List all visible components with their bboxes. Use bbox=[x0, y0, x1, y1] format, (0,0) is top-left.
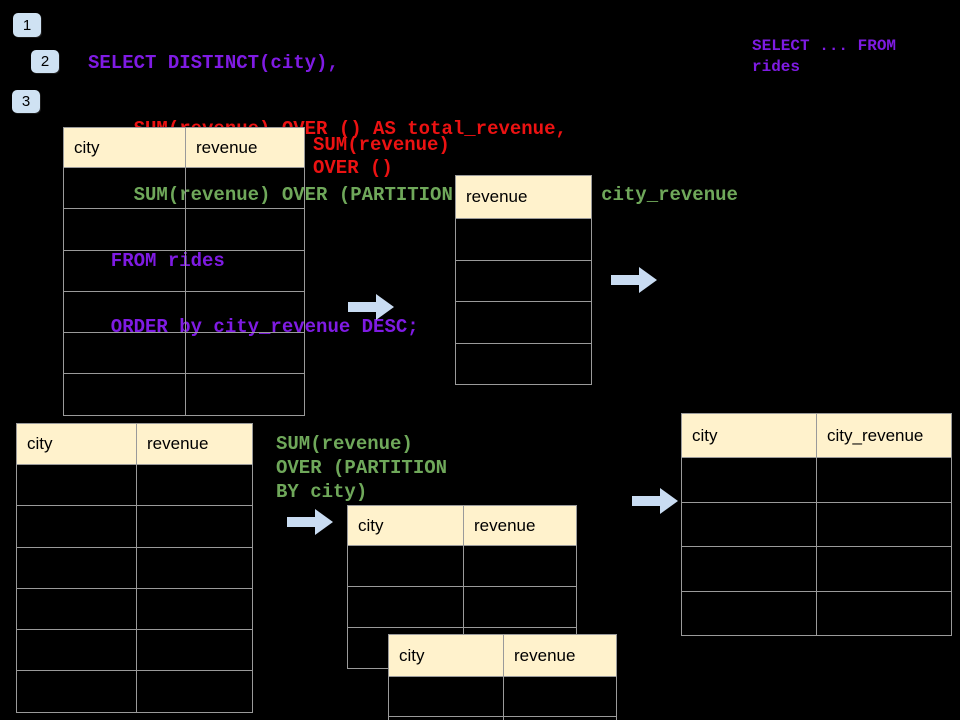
table-row bbox=[388, 716, 617, 720]
column-header-revenue: revenue bbox=[463, 505, 577, 546]
table-row bbox=[63, 373, 305, 416]
table-row bbox=[347, 586, 577, 628]
table-cell bbox=[681, 501, 817, 547]
table-row bbox=[455, 342, 592, 385]
table-row bbox=[63, 166, 305, 210]
table-row bbox=[16, 629, 253, 672]
table-cell bbox=[63, 373, 186, 416]
column-header-city: city bbox=[681, 413, 817, 458]
flow-arrow-right-icon bbox=[348, 294, 394, 320]
table-cell bbox=[816, 457, 952, 503]
table-cell bbox=[16, 629, 137, 672]
step-badge-3: 3 bbox=[12, 90, 40, 113]
table-cell bbox=[63, 332, 186, 375]
table-cell bbox=[347, 586, 464, 628]
table-row bbox=[455, 259, 592, 302]
flow-arrow-right-icon bbox=[632, 488, 678, 514]
table-row bbox=[681, 590, 952, 636]
table-cell bbox=[681, 457, 817, 503]
column-header-revenue: revenue bbox=[455, 175, 592, 219]
total-revenue-table: revenue bbox=[455, 175, 592, 385]
table-cell bbox=[185, 166, 305, 210]
table-cell bbox=[16, 505, 137, 548]
column-header-revenue: revenue bbox=[185, 127, 305, 168]
column-header-city: city bbox=[63, 127, 186, 168]
table-cell bbox=[136, 670, 253, 713]
table-row bbox=[347, 545, 577, 587]
table-cell bbox=[63, 166, 186, 210]
table-cell bbox=[347, 545, 464, 587]
sql-line-select: SELECT DISTINCT(city), bbox=[88, 52, 339, 74]
flow-arrow-right-icon bbox=[611, 267, 657, 293]
result-table: city city_revenue bbox=[681, 413, 952, 636]
table-cell bbox=[16, 546, 137, 589]
column-header-city: city bbox=[388, 634, 504, 677]
table-cell bbox=[463, 586, 577, 628]
table-cell bbox=[63, 249, 186, 292]
table-row bbox=[63, 290, 305, 334]
table-cell bbox=[136, 546, 253, 589]
column-header-city-revenue: city_revenue bbox=[816, 413, 952, 458]
table-cell bbox=[388, 676, 504, 717]
table-cell bbox=[63, 290, 186, 334]
table-cell bbox=[681, 546, 817, 592]
annotation-total-revenue: SUM(revenue) OVER () bbox=[313, 134, 450, 179]
table-cell bbox=[816, 501, 952, 547]
side-note-select-from-rides: SELECT ... FROM rides bbox=[752, 37, 897, 76]
table-row bbox=[63, 208, 305, 251]
table-cell bbox=[455, 218, 592, 261]
table-row bbox=[16, 463, 253, 507]
table-row bbox=[16, 505, 253, 548]
table-cell bbox=[681, 590, 817, 636]
annotation-partition-revenue: SUM(revenue) OVER (PARTITION BY city) bbox=[276, 433, 448, 503]
table-cell bbox=[388, 716, 504, 720]
column-header-revenue: revenue bbox=[503, 634, 617, 677]
table-row bbox=[455, 218, 592, 261]
table-cell bbox=[185, 373, 305, 416]
table-cell bbox=[185, 290, 305, 334]
table-cell bbox=[455, 342, 592, 385]
table-row bbox=[681, 546, 952, 592]
table-cell bbox=[136, 505, 253, 548]
source-table-top: city revenue bbox=[63, 127, 305, 416]
table-cell bbox=[455, 259, 592, 302]
partition-table-b: city revenue bbox=[388, 634, 617, 720]
table-cell bbox=[16, 587, 137, 631]
source-table-bottom: city revenue bbox=[16, 423, 253, 713]
table-row bbox=[388, 676, 617, 717]
step-badge-1: 1 bbox=[13, 13, 41, 37]
table-cell bbox=[503, 716, 617, 720]
table-cell bbox=[455, 301, 592, 344]
table-row bbox=[63, 332, 305, 375]
table-cell bbox=[185, 249, 305, 292]
table-cell bbox=[185, 208, 305, 251]
table-row bbox=[455, 301, 592, 344]
table-cell bbox=[816, 546, 952, 592]
table-row bbox=[681, 457, 952, 503]
table-row bbox=[16, 587, 253, 631]
table-row bbox=[63, 249, 305, 292]
column-header-revenue: revenue bbox=[136, 423, 253, 465]
table-row bbox=[681, 501, 952, 547]
table-cell bbox=[136, 587, 253, 631]
table-cell bbox=[136, 463, 253, 507]
table-row bbox=[16, 670, 253, 713]
table-cell bbox=[136, 629, 253, 672]
table-cell bbox=[63, 208, 186, 251]
column-header-city: city bbox=[16, 423, 137, 465]
table-cell bbox=[16, 463, 137, 507]
table-cell bbox=[185, 332, 305, 375]
table-row bbox=[16, 546, 253, 589]
step-badge-2: 2 bbox=[31, 50, 59, 73]
column-header-city: city bbox=[347, 505, 464, 546]
table-cell bbox=[463, 545, 577, 587]
table-cell bbox=[16, 670, 137, 713]
table-cell bbox=[816, 590, 952, 636]
table-cell bbox=[503, 676, 617, 717]
flow-arrow-right-icon bbox=[287, 509, 333, 535]
